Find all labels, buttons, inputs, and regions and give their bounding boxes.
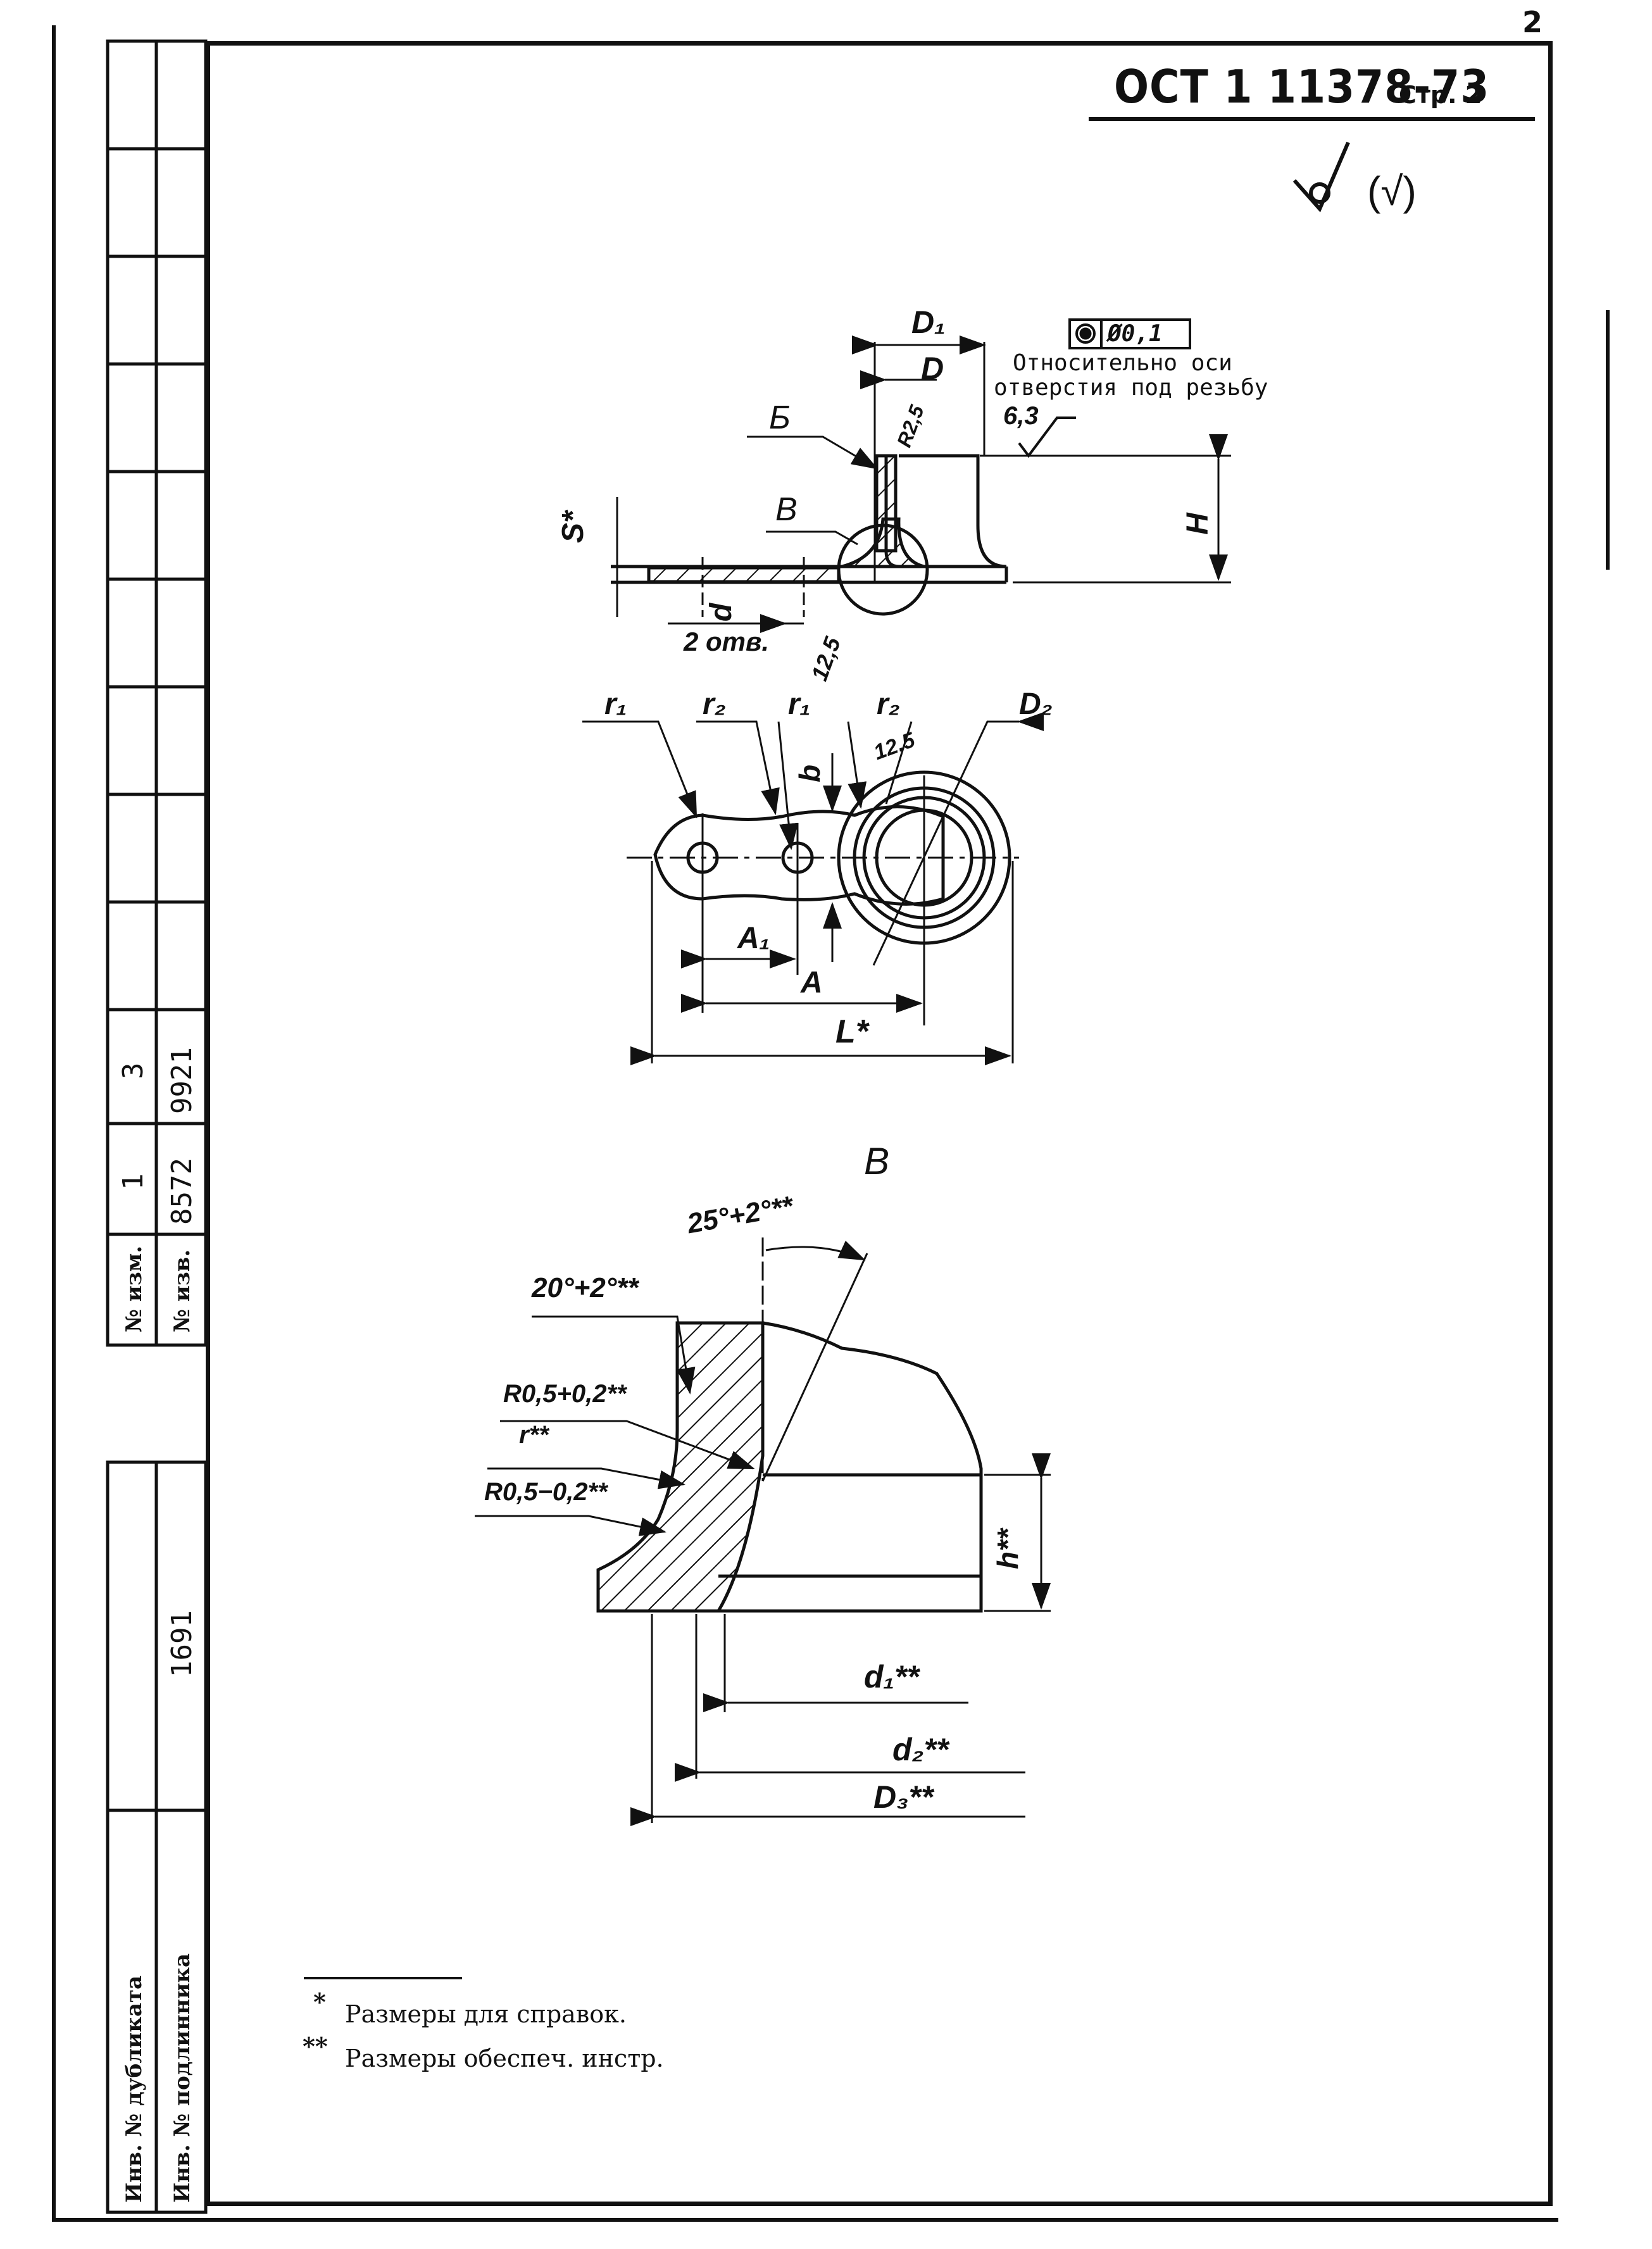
izm-label: № изм. <box>122 1245 147 1332</box>
view-label-V: В <box>864 1140 890 1182</box>
dim-D1: D₁ <box>911 304 946 340</box>
roughness-general-symbol <box>1292 141 1350 213</box>
dim-h: h** <box>991 1529 1024 1569</box>
dim-A: A <box>801 966 823 999</box>
footnote-ref-text: Размеры для справок. <box>345 2000 627 2028</box>
outer-bottom-border <box>52 2218 1558 2222</box>
dim-A1: A₁ <box>737 922 770 955</box>
tolerance-note-2: отверстия под резьбу <box>994 375 1268 401</box>
revision-table <box>106 39 208 1347</box>
dim-L: L* <box>835 1013 868 1050</box>
document-code: ОСТ 1 11378-73 <box>1114 60 1490 113</box>
podlinnik-value: 1691 <box>166 1610 198 1677</box>
izv-value-1: 8572 <box>166 1158 198 1225</box>
dim-b: b <box>793 764 827 783</box>
radius-r: r** <box>519 1421 549 1449</box>
outer-left-border <box>52 25 56 2222</box>
dim-S: S* <box>556 511 590 543</box>
dim-r1-left: r₁ <box>604 687 627 721</box>
dim-d2: d₂** <box>892 1732 949 1767</box>
drawing-frame <box>206 41 1553 2206</box>
dim-D2: D₂ <box>1019 687 1053 721</box>
plan-view <box>582 712 1044 1065</box>
dim-r2-left: r₂ <box>703 687 726 721</box>
dim-r1-right: r₁ <box>788 687 811 721</box>
radius-R05-plus: R0,5+0,2** <box>503 1380 627 1408</box>
izv-label: № изв. <box>170 1249 195 1332</box>
page-number: 2 <box>1522 5 1543 39</box>
footnote-mark-tool: ** <box>303 2032 328 2060</box>
roughness-value: 6,3 <box>1003 402 1039 430</box>
radius-R05-minus: R0,5−0,2** <box>484 1478 608 1506</box>
izm-value-2: 3 <box>117 1062 149 1080</box>
label-B-upper: Б <box>769 399 791 436</box>
dim-r2-right: r₂ <box>877 687 900 721</box>
izv-value-2: 9921 <box>166 1047 198 1114</box>
dim-D: D <box>921 351 944 386</box>
dim-D3: D₃** <box>873 1779 934 1815</box>
footnote-tool-text: Размеры обеспеч. инстр. <box>345 2045 664 2072</box>
tolerance-note-1: Относительно оси <box>1013 350 1232 376</box>
dim-d1: d₁** <box>864 1659 920 1695</box>
holes-note: 2 отв. <box>684 627 770 656</box>
podlinnik-label: Инв. № подлинника <box>170 1953 195 2203</box>
label-V-leader: В <box>775 491 798 528</box>
footnote-mark-ref: * <box>313 1988 326 2016</box>
roughness-general-bracket: (√) <box>1367 168 1417 214</box>
dublikat-label: Инв. № дубликата <box>122 1975 147 2203</box>
dim-d: d <box>704 603 739 622</box>
title-underline <box>1089 117 1535 121</box>
side-view <box>611 318 1231 633</box>
page-label: Стр. 2 <box>1399 81 1482 109</box>
detail-view-v <box>475 1237 1051 1826</box>
angle-20: 20°+2°** <box>532 1272 639 1303</box>
inventory-table <box>106 1460 208 2214</box>
dim-H: H <box>1180 513 1215 535</box>
tolerance-value: Ø0,1 <box>1108 321 1163 347</box>
izm-value-1: 1 <box>117 1173 149 1191</box>
